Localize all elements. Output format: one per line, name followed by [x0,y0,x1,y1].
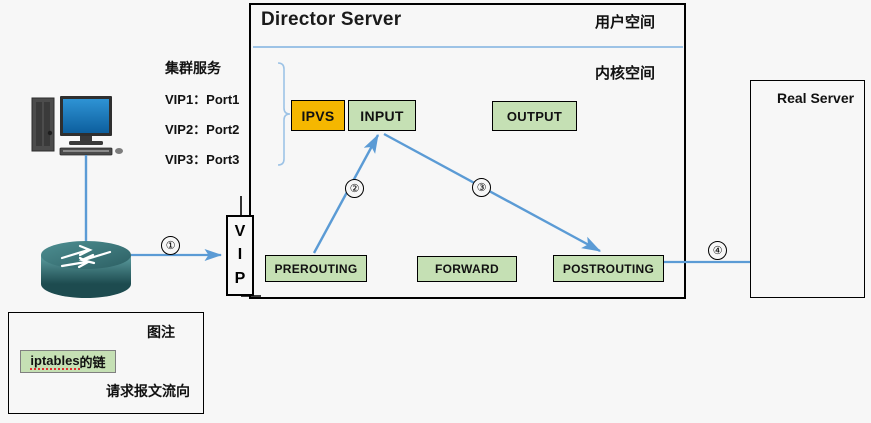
legend-chain-label-prefix: iptables [30,353,80,370]
flow-marker-2: ② [345,179,364,198]
chain-box-output[interactable]: OUTPUT [492,101,577,131]
flow-marker-4: ④ [708,241,727,260]
director-server-title: Director Server [261,9,402,30]
cluster-service-entry-3: VIP3：Port3 [165,152,240,167]
real-server-title: Real Server [777,90,855,106]
user-space-label: 用户空间 [595,13,656,31]
chain-box-postrouting[interactable]: POSTROUTING [553,255,664,282]
chain-box-forward[interactable]: FORWARD [417,256,517,282]
cluster-service-block: 集群服务 VIP1：Port1 VIP2：Port2 VIP3：Port3 [165,58,275,168]
kernel-space-label: 内核空间 [595,64,656,82]
chain-box-input[interactable]: INPUT [348,100,416,131]
vip-box[interactable]: V I P [226,215,254,296]
cluster-service-entry-1: VIP1：Port1 [165,92,240,107]
user-kernel-space-divider [253,46,683,48]
flow-marker-1: ① [161,236,180,255]
router-icon [41,241,131,298]
legend-title: 图注 [147,325,175,341]
flow-marker-3: ③ [472,178,491,197]
client-computer-icon [31,96,123,156]
cluster-service-title: 集群服务 [165,61,221,77]
chain-box-prerouting[interactable]: PREROUTING [265,255,367,282]
vip-letter-p: P [234,270,246,288]
chain-box-ipvs[interactable]: IPVS [291,100,345,131]
vip-letter-i: I [237,246,243,264]
cluster-service-entry-2: VIP2：Port2 [165,122,240,137]
vip-letter-v: V [234,222,246,240]
legend-chain-label-suffix: 的链 [79,355,106,370]
real-server-frame [750,80,865,298]
legend-flow-label: 请求报文流向 [106,384,190,400]
